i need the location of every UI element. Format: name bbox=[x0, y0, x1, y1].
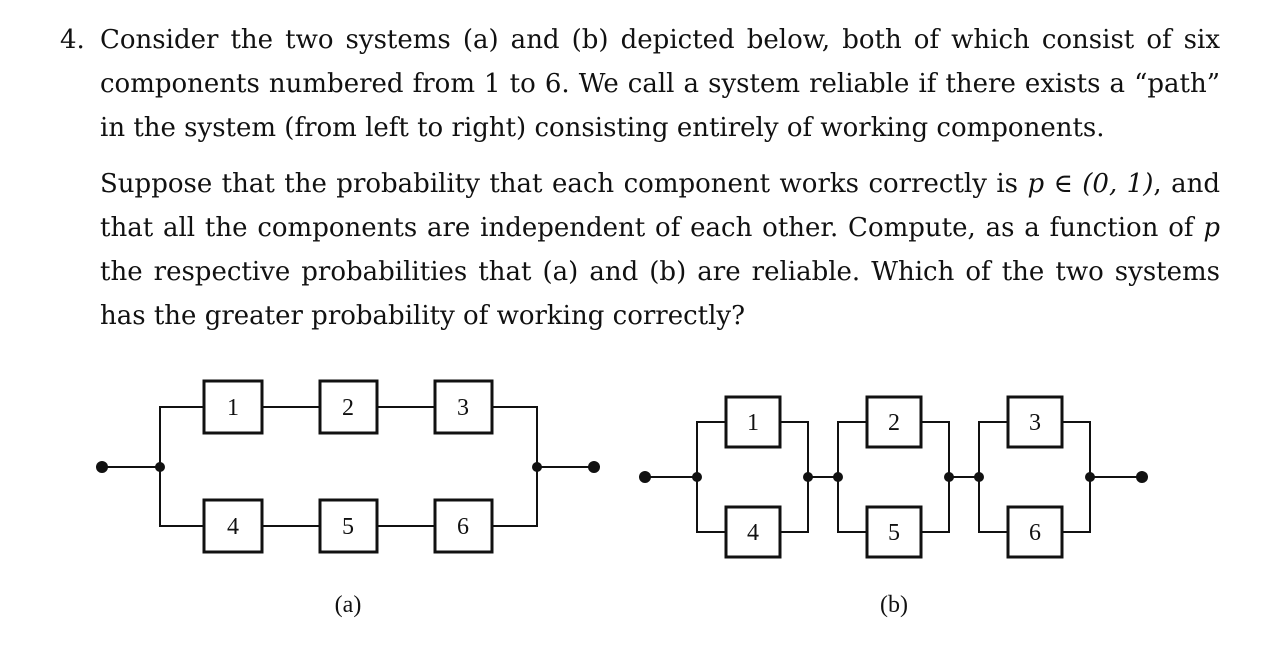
p2-math-var: p bbox=[1203, 213, 1220, 243]
p2-text-c: the respective probabilities that (a) an… bbox=[100, 257, 1220, 331]
problem-number: 4. bbox=[60, 25, 85, 55]
b-block2-bottom-in bbox=[837, 477, 867, 533]
system-a: 1 2 3 4 5 6 (a) bbox=[96, 379, 600, 618]
b-node-2 bbox=[803, 472, 813, 482]
a-caption: (a) bbox=[335, 592, 362, 618]
a-top-exit-wire bbox=[492, 406, 538, 467]
a-component-label-6: 6 bbox=[457, 514, 469, 540]
a-join-node bbox=[532, 462, 542, 472]
b-component-label-1: 1 bbox=[747, 410, 759, 436]
b-block2-bottom-out bbox=[921, 477, 950, 533]
b-component-label-5: 5 bbox=[888, 520, 900, 546]
b-block1-top-in bbox=[696, 421, 726, 477]
b-component-label-4: 4 bbox=[747, 520, 759, 546]
a-component-box-6 bbox=[433, 498, 494, 554]
a-top-entry-wire bbox=[159, 406, 204, 467]
a-component-label-4: 4 bbox=[227, 514, 239, 540]
b-block3-bottom-in bbox=[978, 477, 1008, 533]
p2-text-a: Suppose that the probability that each c… bbox=[100, 169, 1028, 199]
a-component-box-5 bbox=[318, 498, 379, 554]
b-component-box-6 bbox=[1006, 505, 1064, 559]
b-output-terminal bbox=[1136, 471, 1148, 483]
b-block1-bottom-out bbox=[780, 477, 809, 533]
p2-math-interval: p ∈ (0, 1) bbox=[1027, 169, 1154, 199]
b-block3-bottom-out bbox=[1062, 477, 1091, 533]
problem-4: 4. Consider the two systems (a) and (b) … bbox=[60, 18, 1220, 338]
a-output-terminal bbox=[588, 461, 600, 473]
problem-paragraph-1: Consider the two systems (a) and (b) dep… bbox=[100, 25, 1220, 143]
a-split-node bbox=[155, 462, 165, 472]
b-block1-bottom-in bbox=[696, 477, 726, 533]
system-b: 1 4 2 5 3 6 (b) bbox=[639, 395, 1148, 618]
b-component-label-2: 2 bbox=[888, 410, 900, 436]
b-caption: (b) bbox=[880, 592, 908, 618]
b-node-1 bbox=[692, 472, 702, 482]
b-component-box-4 bbox=[724, 505, 782, 559]
a-component-box-2 bbox=[318, 379, 379, 435]
b-node-5 bbox=[974, 472, 984, 482]
b-component-box-3 bbox=[1006, 395, 1064, 449]
a-component-box-3 bbox=[433, 379, 494, 435]
b-component-label-3: 3 bbox=[1029, 410, 1041, 436]
b-block3-top-in bbox=[978, 421, 1008, 477]
a-component-label-3: 3 bbox=[457, 395, 469, 421]
a-component-label-5: 5 bbox=[342, 514, 354, 540]
b-block1-top-out bbox=[780, 421, 809, 477]
b-component-box-5 bbox=[865, 505, 923, 559]
a-component-label-1: 1 bbox=[227, 395, 239, 421]
b-component-box-2 bbox=[865, 395, 923, 449]
b-component-box-1 bbox=[724, 395, 782, 449]
a-bottom-exit-wire bbox=[492, 467, 538, 527]
b-component-label-6: 6 bbox=[1029, 520, 1041, 546]
a-input-terminal bbox=[96, 461, 108, 473]
b-node-4 bbox=[944, 472, 954, 482]
b-block2-top-out bbox=[921, 421, 950, 477]
a-component-label-2: 2 bbox=[342, 395, 354, 421]
b-node-6 bbox=[1085, 472, 1095, 482]
p2-text-b: , and that all the components are indepe… bbox=[100, 169, 1220, 243]
a-component-box-1 bbox=[202, 379, 264, 435]
b-block3-top-out bbox=[1062, 421, 1091, 477]
b-block2-top-in bbox=[837, 421, 867, 477]
b-node-3 bbox=[833, 472, 843, 482]
a-component-box-4 bbox=[202, 498, 264, 554]
problem-paragraph-2: Suppose that the probability that each c… bbox=[100, 162, 1220, 338]
a-bottom-entry-wire bbox=[159, 467, 204, 527]
b-input-terminal bbox=[639, 471, 651, 483]
